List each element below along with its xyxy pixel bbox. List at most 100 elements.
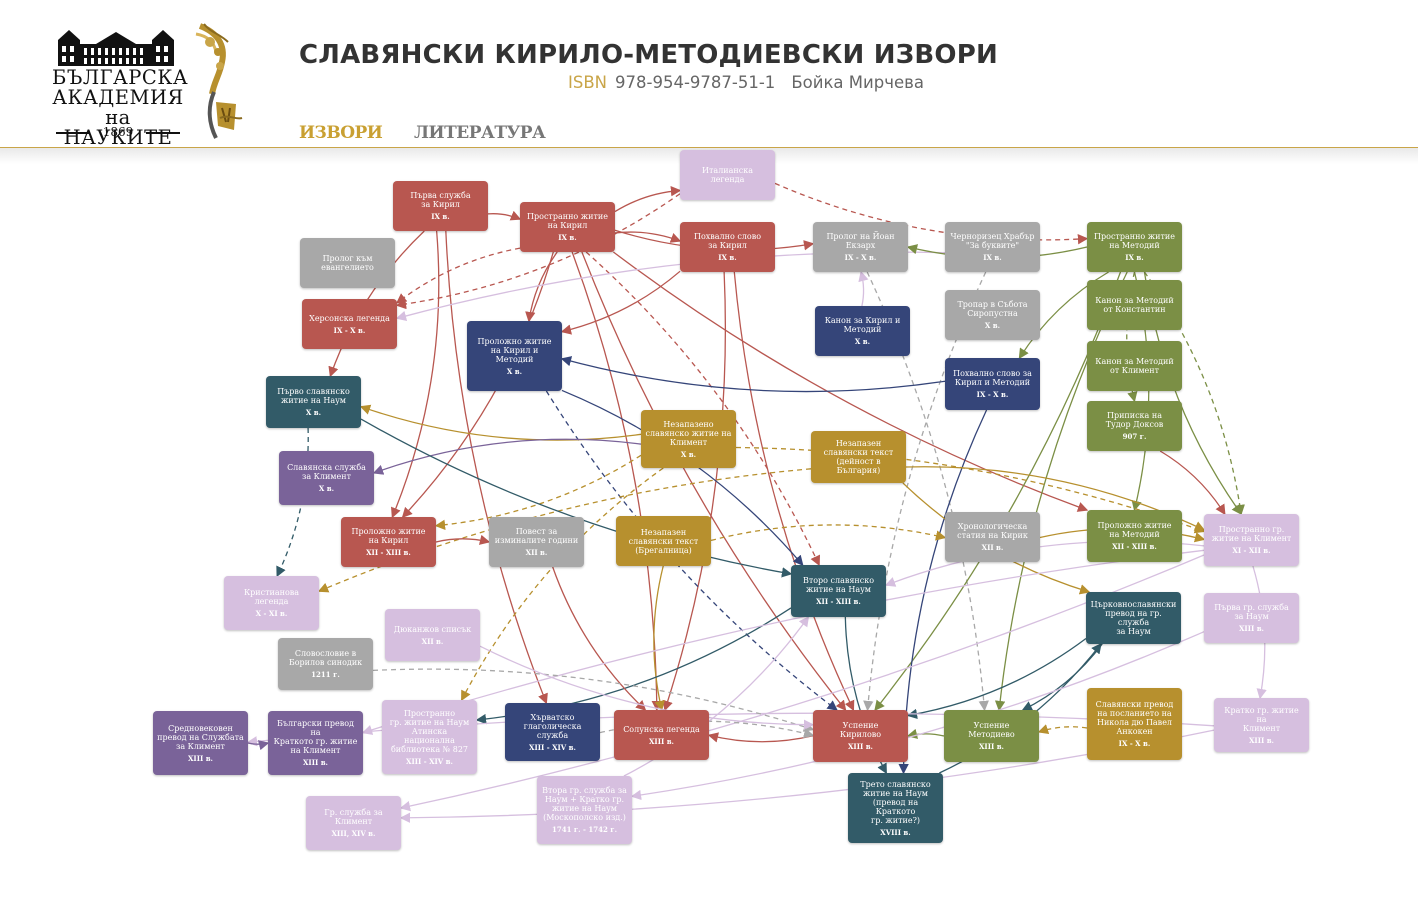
source-node[interactable]: Канон за Методий от Константин: [1087, 280, 1182, 330]
dependency-arrow: [630, 631, 1205, 801]
dependency-arrow: [434, 454, 642, 531]
dependency-arrow: [401, 251, 554, 518]
dependency-arrow: [623, 615, 810, 777]
dependency-arrow: [317, 468, 812, 593]
source-node-title: Незапазен славянски текст (Брегалница): [628, 527, 699, 555]
source-node-title: Черноризец Храбър "За буквите": [950, 232, 1035, 250]
source-node-date: XII в.: [525, 548, 548, 557]
dependency-arrow: [707, 732, 814, 743]
source-node[interactable]: Канон за Методий от Климент: [1087, 341, 1182, 391]
source-node[interactable]: Славянски превод на посланието на Никола…: [1087, 688, 1182, 760]
dependency-arrow: [328, 230, 425, 378]
source-node-date: XII - XIII в.: [366, 548, 411, 557]
source-node-title: Канон за Методий от Климент: [1095, 357, 1174, 375]
source-node-date: XIII в.: [848, 742, 873, 751]
nav-literature-link[interactable]: ЛИТЕРАТУРА: [414, 123, 546, 143]
source-node[interactable]: Български превод на Краткото гр. житие н…: [268, 711, 363, 775]
source-node-date: IX в.: [558, 233, 577, 242]
dependency-arrow: [571, 251, 662, 712]
source-node-date: 1211 г.: [311, 670, 340, 679]
source-node-title: Приписка на Тудор Доксов: [1105, 411, 1164, 429]
source-node-date: IX в.: [1125, 253, 1144, 262]
source-node[interactable]: Пролог към евангелието: [300, 238, 395, 288]
logo-year: 1869: [102, 125, 134, 139]
bas-logo[interactable]: БЪЛГАРСКА АКАДЕМИЯ на НАУКИТЕ 1869: [52, 20, 188, 148]
dependency-arrow: [612, 251, 1089, 512]
source-node-title: Славянски превод на посланието на Никола…: [1095, 700, 1174, 736]
source-node-date: XIII - XIV в.: [406, 756, 453, 766]
source-node-date: IX - X в.: [1118, 739, 1151, 748]
source-node-date: IX - X в.: [976, 390, 1009, 399]
dependency-arrow: [361, 549, 1205, 735]
header-divider: [0, 147, 1418, 148]
source-node-title: Похвално слово за Кирил и Методий: [953, 369, 1032, 387]
dependency-arrow: [662, 271, 727, 712]
cyrillomethodian-center-emblem-icon[interactable]: [190, 22, 254, 142]
source-node-title: Проложно житие на Кирил: [351, 527, 426, 545]
source-node[interactable]: Средновековен превод на Службата за Клим…: [153, 711, 248, 775]
dependency-arrow: [866, 271, 989, 712]
dependency-arrow: [560, 356, 946, 393]
source-node-title: Канон за Кирил и Методий: [824, 316, 901, 334]
source-node-title: Хърватско глаголическа служба: [523, 712, 582, 740]
dependency-arrow: [710, 524, 947, 542]
author-name: Бойка Мирчева: [791, 73, 924, 92]
nav-sources-link[interactable]: ИЗВОРИ: [299, 123, 383, 143]
source-node-title: Похвално слово за Кирил: [693, 232, 762, 250]
dependency-arrow: [614, 185, 682, 213]
source-node-title: Успение Кирилово: [839, 721, 882, 739]
source-node-title: Български превод на Краткото гр. житие н…: [273, 719, 358, 755]
source-node[interactable]: Черноризец Храбър "За буквите"IX в.: [945, 222, 1040, 272]
source-node[interactable]: Похвално слово за Кирил и Методий IX - X …: [945, 358, 1040, 410]
source-node[interactable]: Трето славянско житие на Наум (превод на…: [848, 773, 943, 843]
source-node[interactable]: Италианска легенда: [680, 150, 775, 200]
logo-rule-right: [146, 132, 180, 134]
source-node[interactable]: Незапазен славянски текст (дейност в Бъл…: [811, 431, 906, 483]
source-node-title: Кратко гр. житие на Климент: [1224, 705, 1299, 733]
source-node[interactable]: Втора гр. служба за Наум + Кратко гр. жи…: [537, 776, 632, 844]
source-node-date: 1741 г. - 1742 г.: [551, 825, 618, 834]
dependency-arrow: [733, 271, 855, 712]
source-node[interactable]: Незапазен славянски текст (Брегалница): [616, 516, 711, 566]
dependency-arrow: [487, 210, 522, 221]
source-node-title: Успение Методиево: [968, 721, 1015, 739]
source-node[interactable]: Църковнославянски превод на гр. служба з…: [1086, 592, 1181, 644]
dependency-arrow: [1159, 450, 1226, 516]
source-node-title: Пространно гр. житие на Климент: [1211, 525, 1292, 543]
dependency-arrow: [391, 230, 440, 519]
source-node-title: Повест за изминалите години: [494, 527, 579, 545]
source-node[interactable]: Пространно гр. житие на Наум Атинска нац…: [382, 700, 477, 774]
source-node-title: Проложно житие на Кирил и Методий: [477, 336, 552, 364]
source-node-date: IX - X в.: [844, 253, 877, 262]
